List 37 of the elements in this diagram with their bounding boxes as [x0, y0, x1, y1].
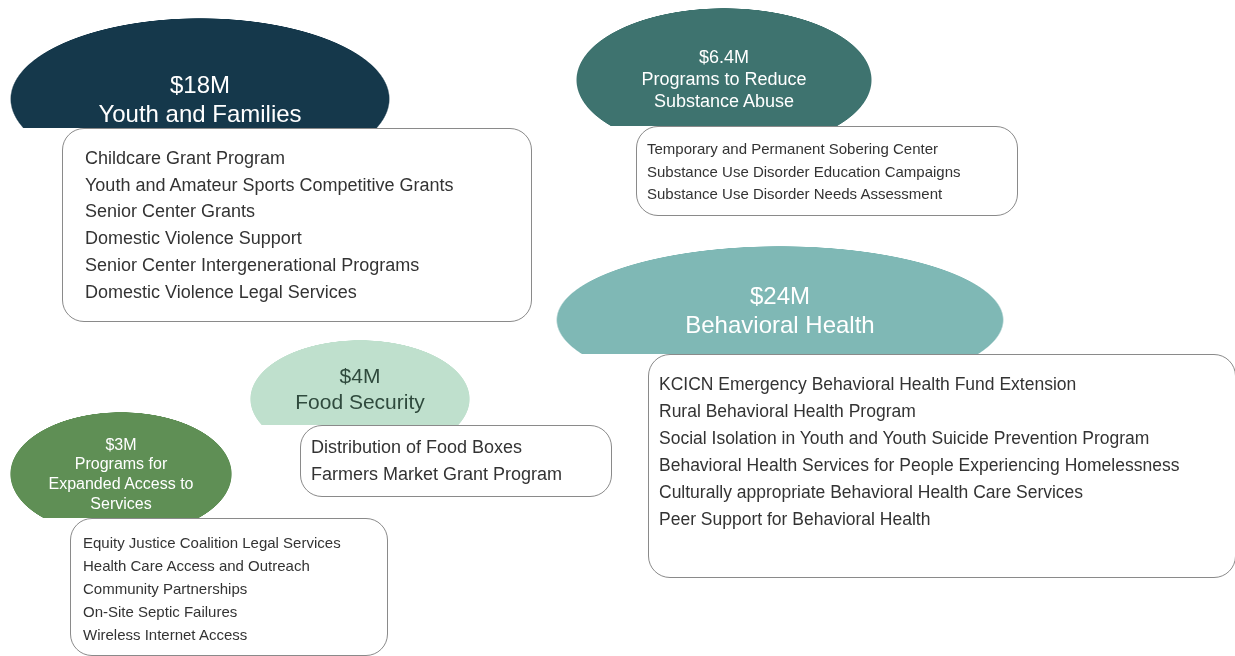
category-title: Youth and Families [98, 99, 302, 129]
program-item: Wireless Internet Access [83, 625, 249, 645]
amount-text: $6.4M [699, 47, 749, 69]
program-item: Domestic Violence Support [85, 227, 303, 251]
category-title: Behavioral Health [685, 310, 875, 340]
program-item: Senior Center Grants [85, 200, 257, 224]
program-item: Peer Support for Behavioral Health [659, 508, 932, 531]
amount-text: $18M [169, 69, 230, 99]
program-item: Health Care Access and Outreach [83, 556, 311, 576]
program-item: Equity Justice Coalition Legal Services [83, 533, 342, 553]
program-item: Childcare Grant Program [85, 147, 287, 170]
program-list-box [70, 518, 388, 656]
program-item: Social Isolation in Youth and Youth Suicide Prevention Program [659, 427, 1151, 450]
program-list-box [62, 128, 532, 322]
program-list-box [648, 354, 1235, 578]
amount-text: $3M [105, 434, 137, 455]
program-item: Domestic Violence Legal Services [85, 280, 358, 304]
program-item: Rural Behavioral Health Program [659, 400, 917, 423]
category-title: Programs for Expanded Access to Services [47, 454, 195, 514]
program-item: Substance Use Disorder Needs Assessment [647, 184, 944, 204]
program-item: Substance Use Disorder Education Campaigns [647, 161, 962, 182]
program-item: Senior Center Intergenerational Programs [85, 253, 421, 277]
category-title: Food Security [295, 389, 425, 415]
program-item: Temporary and Permanent Sobering Center [647, 139, 939, 159]
program-item: Culturally appropriate Behavioral Health Care Services [659, 481, 1085, 504]
category-title: Programs to Reduce Substance Abuse [640, 69, 808, 113]
program-item: Farmers Market Grant Program [311, 463, 564, 486]
program-item: Behavioral Health Services for People Experiencing Homelessness [659, 454, 1181, 477]
program-item: Community Partnerships [83, 579, 249, 599]
program-item: On-Site Septic Failures [83, 602, 239, 622]
amount-text: $24M [749, 280, 810, 310]
program-item: Distribution of Food Boxes [311, 436, 524, 459]
amount-text: $4M [339, 363, 381, 389]
program-list-box [300, 425, 612, 497]
program-list-box [636, 126, 1018, 216]
program-item: KCICN Emergency Behavioral Health Fund Extension [659, 373, 1078, 396]
program-item: Youth and Amateur Sports Competitive Grants [85, 173, 455, 197]
